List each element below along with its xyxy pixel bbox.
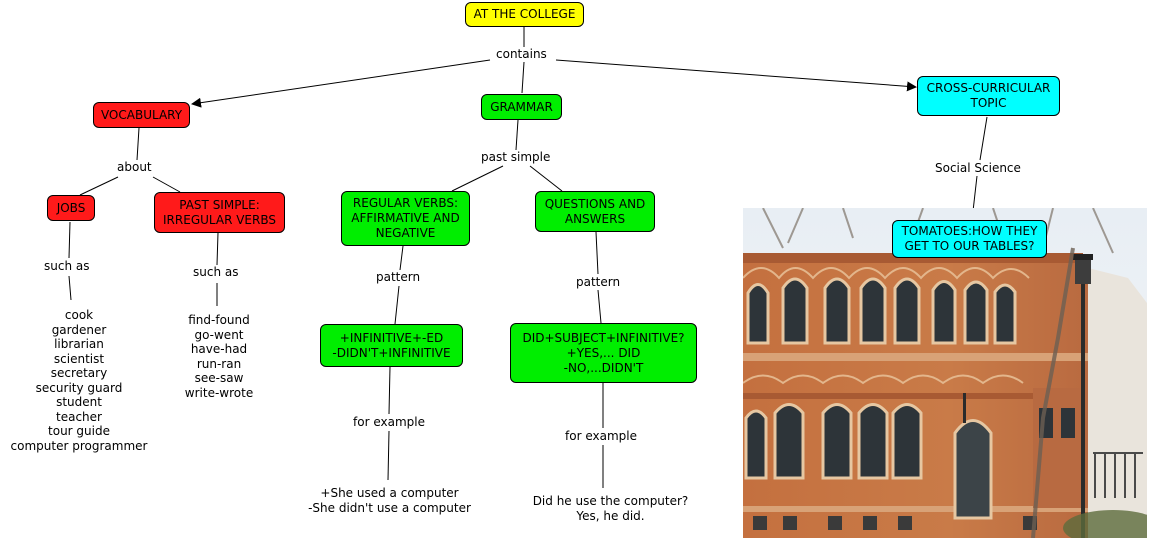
node-question-pattern[interactable]: DID+SUBJECT+INFINITIVE? +YES,... DID -NO…	[510, 323, 697, 383]
label-past-simple: past simple	[479, 150, 553, 165]
link-pattern-qpattern	[597, 289, 602, 324]
link-vocabulary-about	[136, 127, 140, 161]
link-contains-grammar	[521, 61, 525, 94]
link-contains-vocabulary	[191, 59, 491, 108]
link-regpattern-forexample	[388, 366, 391, 415]
label-social-science: Social Science	[933, 161, 1023, 176]
regular-example-text: +She used a computer -She didn't use a c…	[300, 486, 479, 515]
label-pattern-questions: pattern	[574, 275, 623, 290]
link-jobs-suchas	[68, 221, 71, 259]
college-building-photo	[743, 208, 1147, 538]
node-past-simple-irregular-verbs[interactable]: PAST SIMPLE: IRREGULAR VERBS	[154, 192, 285, 233]
link-pastsimple-regular	[451, 165, 504, 192]
link-questions-pattern	[595, 231, 599, 275]
link-forexample-examplereg	[387, 430, 390, 481]
node-regular-pattern[interactable]: +INFINITIVE+-ED -DIDN'T+INFINITIVE	[320, 324, 463, 367]
node-vocabulary[interactable]: VOCABULARY	[93, 102, 190, 128]
node-cross-curricular-topic[interactable]: CROSS-CURRICULAR TOPIC	[917, 76, 1060, 116]
link-about-jobs	[79, 176, 119, 196]
node-grammar[interactable]: GRAMMAR	[481, 94, 562, 120]
link-regular-pattern	[399, 245, 404, 271]
node-jobs[interactable]: JOBS	[47, 195, 95, 221]
link-grammar-pastsimple	[515, 119, 519, 151]
node-questions-and-answers[interactable]: QUESTIONS AND ANSWERS	[535, 191, 655, 232]
label-pattern-regular: pattern	[374, 270, 423, 285]
label-about: about	[115, 160, 154, 175]
question-example-text: Did he use the computer? Yes, he did.	[521, 494, 700, 523]
link-contains-cross	[555, 59, 917, 92]
label-for-example-regular: for example	[351, 415, 427, 430]
link-pattern-regpattern	[394, 285, 400, 325]
link-suchas-jobslist	[68, 275, 72, 301]
link-irregular-suchas	[216, 232, 219, 266]
label-such-as-jobs: such as	[42, 259, 92, 274]
node-tomatoes[interactable]: TOMATOES:HOW THEY GET TO OUR TABLES?	[892, 220, 1047, 258]
node-regular-verbs[interactable]: REGULAR VERBS: AFFIRMATIVE AND NEGATIVE	[341, 191, 470, 246]
link-pastsimple-questions	[529, 165, 563, 192]
irregular-verbs-list: find-found go-went have-had run-ran see-…	[177, 313, 261, 400]
label-such-as-verbs: such as	[191, 265, 241, 280]
link-cross-socialscience	[979, 116, 988, 161]
jobs-list: cook gardener librarian scientist secret…	[7, 308, 151, 453]
label-for-example-questions: for example	[563, 429, 639, 444]
label-contains: contains	[494, 47, 549, 62]
node-at-the-college[interactable]: AT THE COLLEGE	[465, 2, 584, 27]
link-about-irregular	[152, 176, 181, 193]
